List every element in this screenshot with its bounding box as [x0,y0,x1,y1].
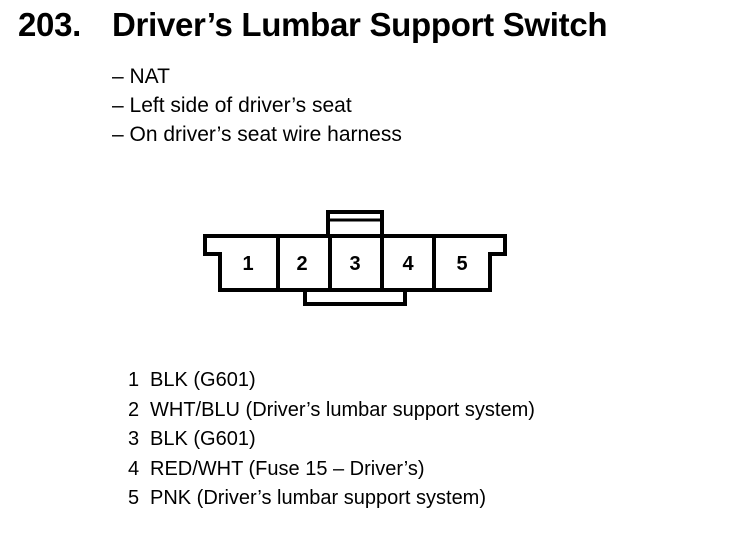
pin-description: PNK (Driver’s lumbar support system) [150,487,487,509]
pin-number: 5 [128,487,140,509]
pin-description: WHT/BLU (Driver’s lumbar support system) [150,398,535,421]
pin-row: 3 BLK (G601) [128,425,535,455]
cavity-label: 4 [402,253,414,275]
note-line: – On driver’s seat wire harness [112,123,402,146]
note-line: – Left side of driver’s seat [112,94,352,117]
title-number: 203. [18,6,82,43]
pin-row: 4 RED/WHT (Fuse 15 – Driver’s) [128,455,535,485]
pin-description: BLK (G601) [150,428,256,450]
connector-latch [326,210,384,238]
cavity-label: 2 [296,253,307,275]
pin-number: 2 [128,398,140,421]
connector-key [303,290,407,306]
pin-row: 2 WHT/BLU (Driver’s lumbar support system… [128,396,535,426]
cavity-label: 3 [349,253,360,275]
cavity-label: 1 [242,253,253,275]
pin-number: 4 [128,457,140,480]
pin-number: 3 [128,428,140,450]
pin-description: BLK (G601) [150,369,256,391]
connector-housing [203,234,507,292]
pin-row: 1 BLK (G601) [128,366,535,396]
cavity-label: 5 [456,253,467,275]
pin-number: 1 [128,369,140,391]
note-line: – NAT [112,65,170,88]
title-text: Driver’s Lumbar Support Switch [112,6,608,43]
page-title: 203. Driver’s Lumbar Support Switch [18,6,608,44]
location-notes: – NAT – Left side of driver’s seat – On … [112,62,402,149]
pin-row: 5 PNK (Driver’s lumbar support system) [128,484,535,514]
pin-description: RED/WHT (Fuse 15 – Driver’s) [150,457,425,480]
